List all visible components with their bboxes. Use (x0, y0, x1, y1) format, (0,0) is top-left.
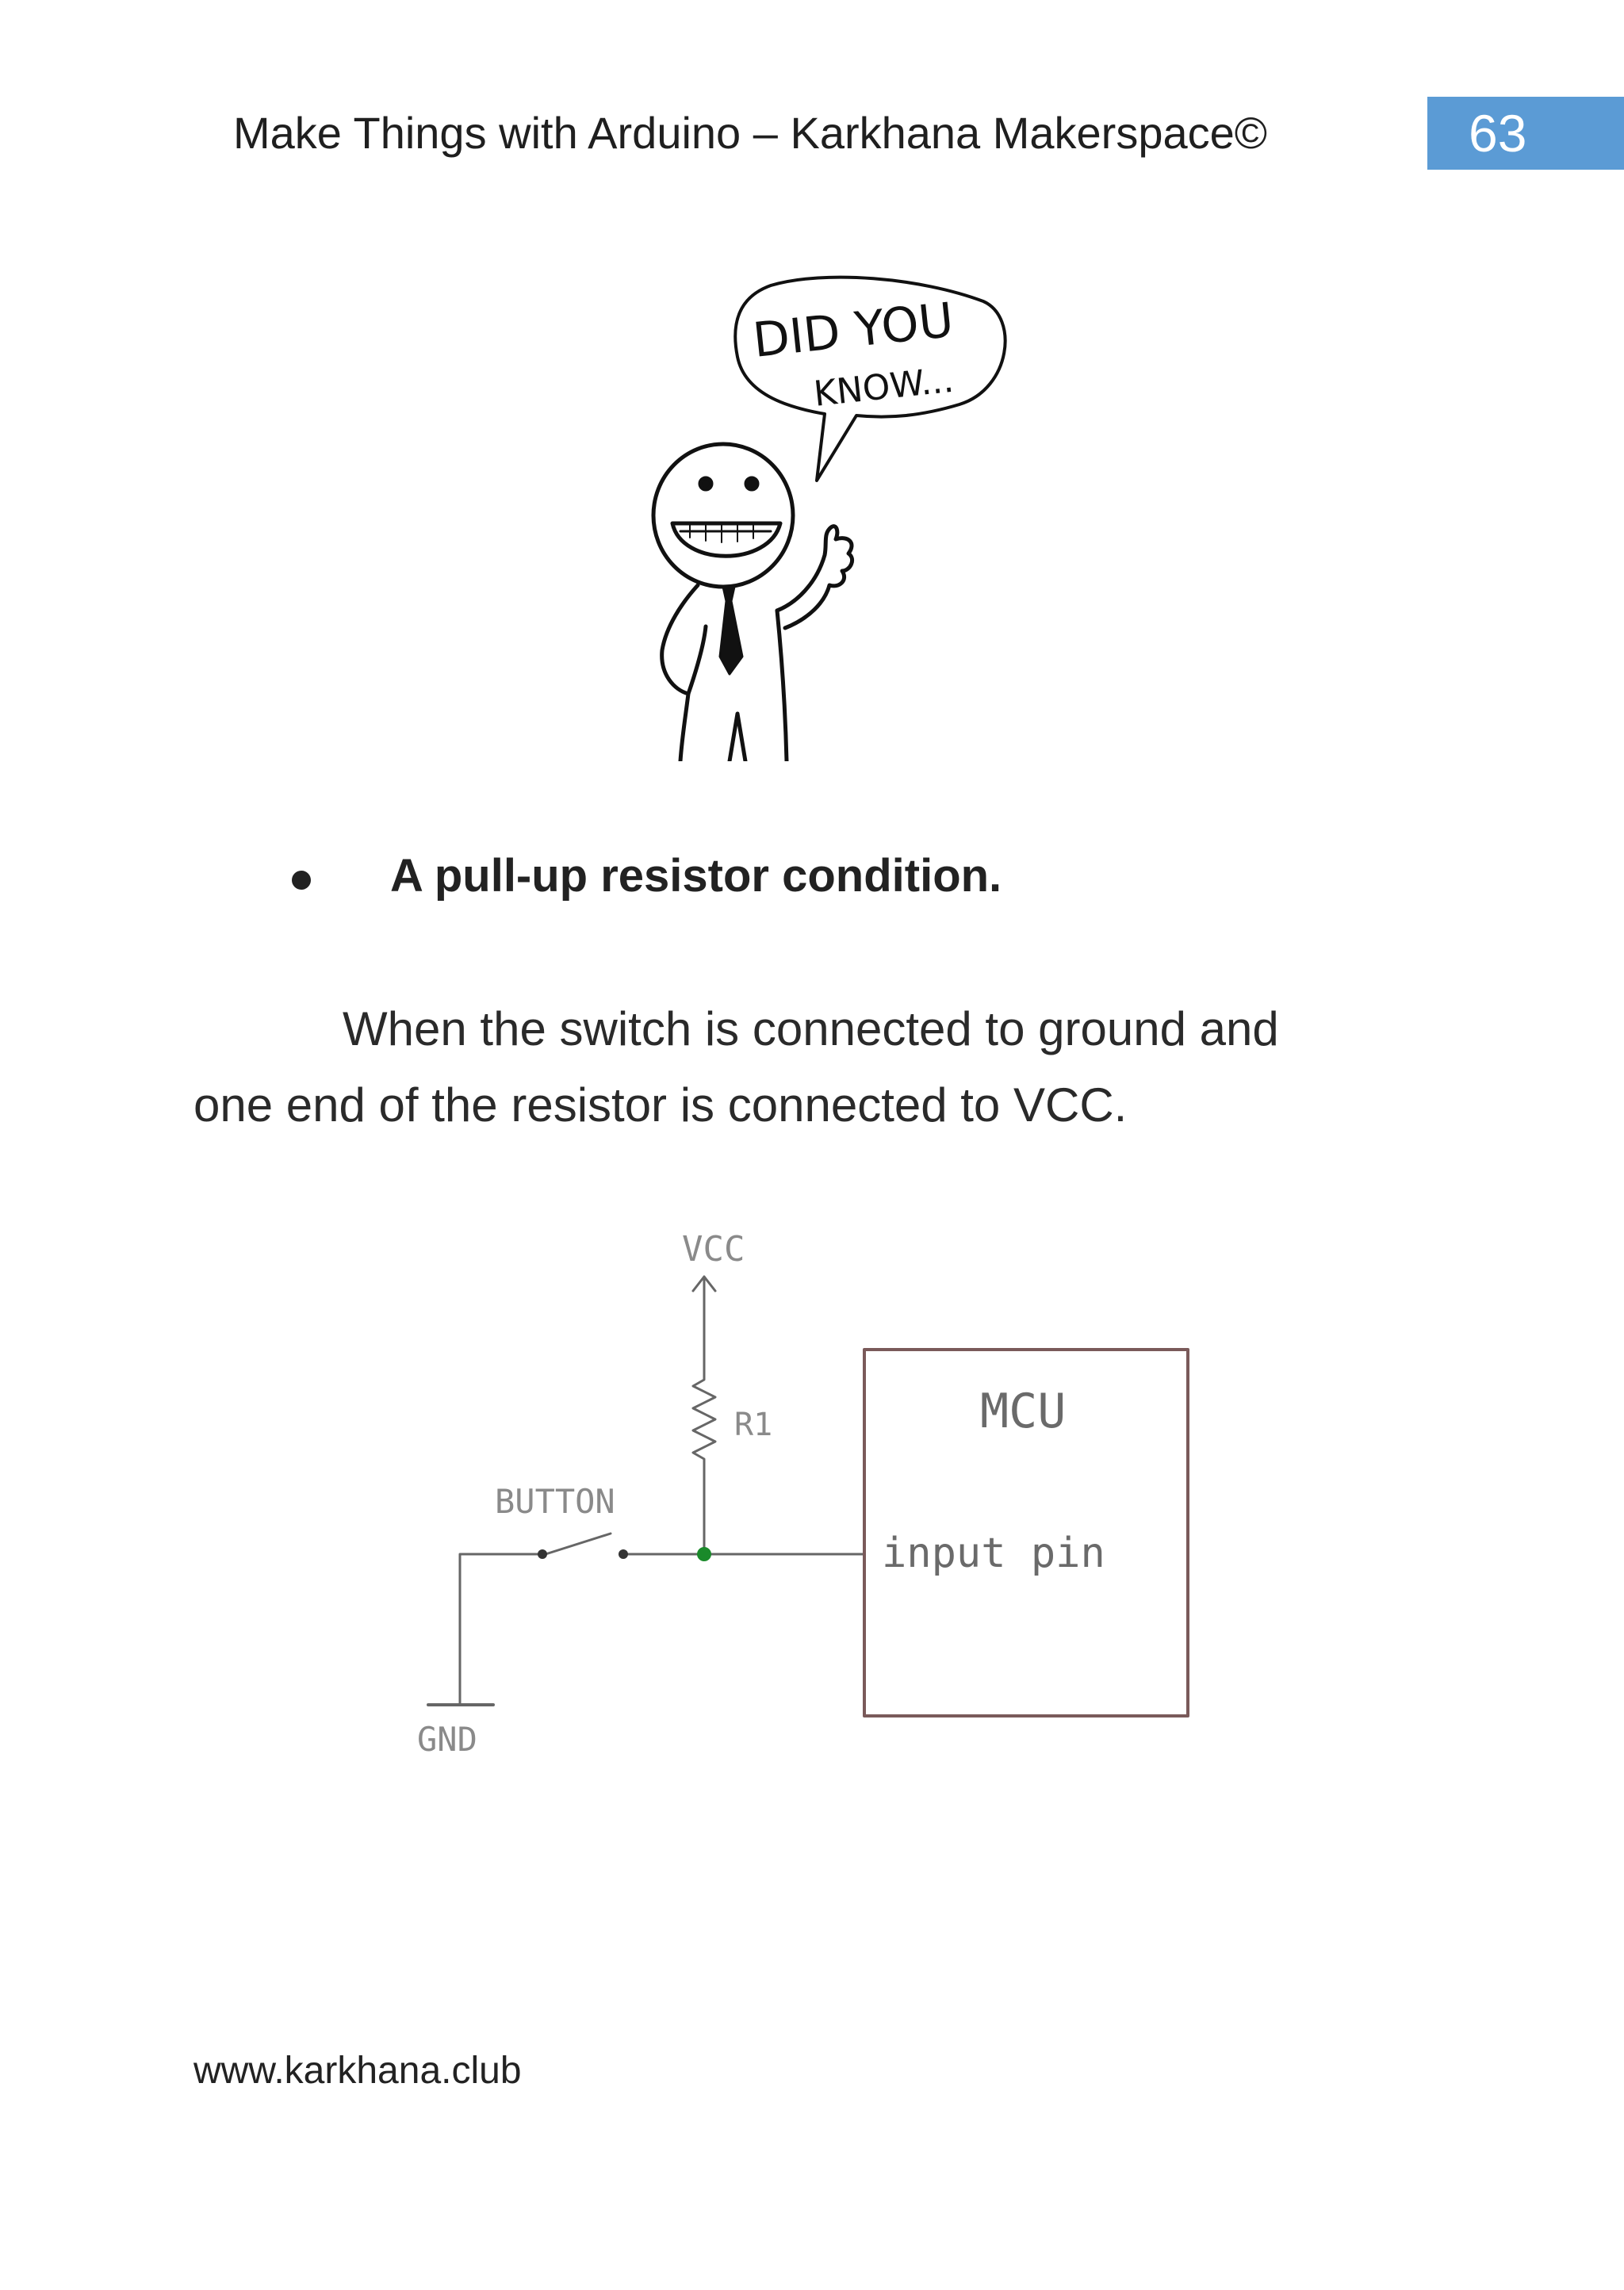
did-you-know-cartoon: DID YOU KNOW... (651, 275, 1007, 761)
wire-to-gnd (458, 1553, 542, 1705)
vcc-arrow (691, 1275, 717, 1342)
gnd-label: GND (417, 1720, 477, 1759)
button-contact-right (619, 1549, 628, 1559)
vcc-label: VCC (682, 1229, 745, 1269)
paragraph-line-2: one end of the resistor is connected to … (193, 1078, 1128, 1132)
mcu-label: MCU (980, 1384, 1066, 1439)
button-label: BUTTON (495, 1482, 615, 1521)
bullet-item: A pull-up resistor condition. (285, 841, 1475, 912)
speech-bubble: DID YOU KNOW... (733, 275, 1007, 482)
junction-dot (697, 1547, 711, 1561)
paragraph-line-1: When the switch is connected to ground a… (343, 1002, 1279, 1055)
button-contact-left (538, 1549, 547, 1559)
resistor-r1 (691, 1338, 717, 1556)
page-number-badge: 63 (1427, 97, 1624, 170)
body-paragraph: When the switch is connected to ground a… (193, 991, 1431, 1143)
button-switch (544, 1532, 612, 1556)
pull-up-schematic: VCC R1 BUTTON MCU input pin GND (417, 1229, 1189, 1759)
bullet-dot (292, 871, 311, 890)
r1-label: R1 (734, 1407, 772, 1443)
header-title: Make Things with Arduino – Karkhana Make… (233, 108, 1268, 158)
footer-url: www.karkhana.club (193, 2050, 522, 2092)
mcu-box (863, 1348, 1189, 1718)
page-number: 63 (1469, 104, 1527, 163)
stick-figure (651, 442, 854, 761)
bullet-heading: A pull-up resistor condition. (390, 850, 1002, 902)
input-pin-label: input pin (882, 1530, 1105, 1577)
